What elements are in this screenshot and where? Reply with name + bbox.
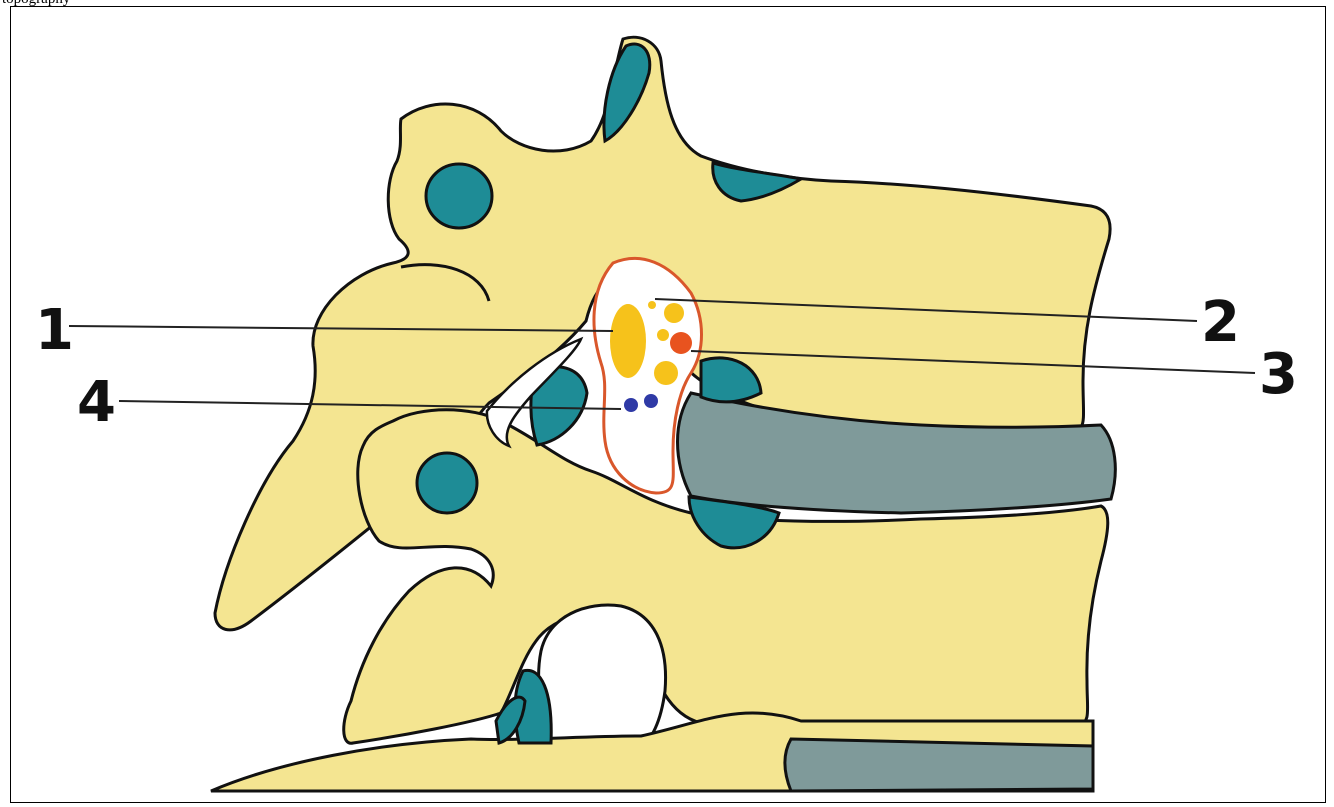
spinal-nerve <box>610 304 646 378</box>
facet-cartilage-mid-left <box>417 453 477 513</box>
label-3: 3 <box>1259 342 1298 407</box>
radicular-artery <box>670 332 692 354</box>
small-vessel-1 <box>648 301 656 309</box>
vein-2 <box>644 394 658 408</box>
facet-cartilage-top-left <box>426 164 492 228</box>
figure-frame: 1 2 3 4 <box>10 6 1326 803</box>
intervertebral-disc-lower <box>785 739 1093 791</box>
vein-1 <box>624 398 638 412</box>
label-2: 2 <box>1201 290 1240 355</box>
label-4: 4 <box>77 370 116 435</box>
small-vessel-3 <box>657 329 669 341</box>
spine-foramen-diagram: 1 2 3 4 <box>11 7 1326 803</box>
lower-foramen <box>539 605 666 743</box>
small-vessel-2 <box>664 303 684 323</box>
small-vessel-4 <box>654 361 678 385</box>
label-1: 1 <box>35 298 74 363</box>
